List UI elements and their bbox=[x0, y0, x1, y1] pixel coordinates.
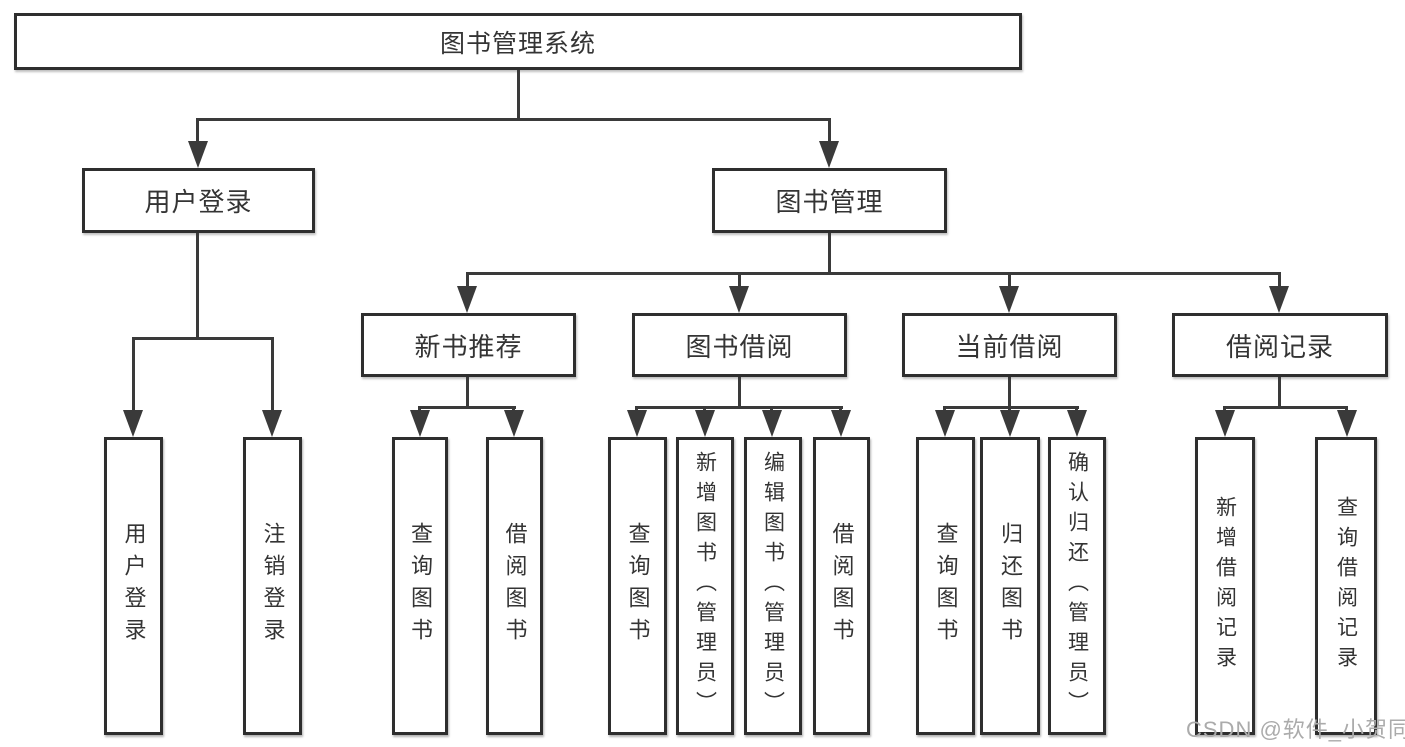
node-book-management: 图书管理 bbox=[712, 168, 947, 233]
connector-line bbox=[466, 272, 1281, 275]
connector-line bbox=[828, 118, 831, 145]
leaf-edit-books-admin: 编辑图书（管理员） bbox=[744, 437, 802, 735]
node-label: 归还图书 bbox=[998, 522, 1023, 650]
node-label: 新书推荐 bbox=[414, 331, 523, 362]
leaf-return-books: 归还图书 bbox=[980, 437, 1040, 735]
arrow-down-icon bbox=[188, 141, 208, 168]
node-label: 借阅图书 bbox=[829, 522, 855, 650]
leaf-query-books-borrowing: 查询图书 bbox=[608, 437, 667, 735]
arrow-down-icon bbox=[262, 410, 282, 437]
connector-line bbox=[738, 272, 741, 288]
node-label: 查询借阅记录 bbox=[1334, 496, 1358, 676]
arrow-down-icon bbox=[935, 410, 955, 437]
leaf-query-books-recommend: 查询图书 bbox=[392, 437, 448, 735]
arrow-down-icon bbox=[1337, 410, 1357, 437]
arrow-down-icon bbox=[1000, 410, 1020, 437]
node-label: 查询图书 bbox=[408, 522, 433, 650]
node-label: 查询图书 bbox=[625, 522, 651, 650]
arrow-down-icon bbox=[504, 410, 524, 437]
node-label: 确认归还（管理员） bbox=[1065, 451, 1089, 721]
node-label: 注销登录 bbox=[260, 522, 286, 650]
arrow-down-icon bbox=[410, 410, 430, 437]
leaf-query-books-current: 查询图书 bbox=[916, 437, 975, 735]
connector-line bbox=[466, 377, 469, 409]
connector-line bbox=[196, 118, 199, 145]
node-label: 当前借阅 bbox=[955, 331, 1064, 362]
arrow-down-icon bbox=[831, 410, 851, 437]
connector-line bbox=[1278, 272, 1281, 288]
connector-line bbox=[738, 377, 741, 409]
node-current-borrowing: 当前借阅 bbox=[902, 313, 1117, 377]
node-borrowing-records: 借阅记录 bbox=[1172, 313, 1388, 377]
leaf-confirm-return-admin: 确认归还（管理员） bbox=[1048, 437, 1106, 735]
leaf-borrow-books: 借阅图书 bbox=[813, 437, 870, 735]
node-label: 图书借阅 bbox=[685, 331, 794, 362]
connector-line bbox=[1278, 377, 1281, 409]
leaf-logout: 注销登录 bbox=[243, 437, 302, 735]
node-label: 借阅记录 bbox=[1225, 331, 1334, 362]
arrow-down-icon bbox=[627, 410, 647, 437]
connector-line bbox=[132, 337, 274, 340]
node-new-book-recommendation: 新书推荐 bbox=[361, 313, 576, 377]
node-label: 新增图书（管理员） bbox=[693, 451, 717, 721]
node-label: 查询图书 bbox=[933, 522, 959, 650]
arrow-down-icon bbox=[1215, 410, 1235, 437]
leaf-user-login: 用户登录 bbox=[104, 437, 163, 735]
leaf-query-borrow-record: 查询借阅记录 bbox=[1315, 437, 1377, 735]
arrow-down-icon bbox=[729, 286, 749, 313]
connector-line bbox=[466, 272, 469, 288]
connector-line bbox=[517, 70, 520, 118]
node-label: 借阅图书 bbox=[502, 522, 528, 650]
arrow-down-icon bbox=[1067, 410, 1087, 437]
connector-line bbox=[828, 233, 831, 274]
connector-line bbox=[1224, 406, 1348, 409]
connector-line bbox=[1008, 377, 1011, 409]
arrow-down-icon bbox=[457, 286, 477, 313]
leaf-borrow-books-recommend: 借阅图书 bbox=[486, 437, 543, 735]
node-label: 用户登录 bbox=[121, 522, 147, 650]
connector-line bbox=[197, 118, 831, 121]
leaf-add-books-admin: 新增图书（管理员） bbox=[676, 437, 734, 735]
connector-line bbox=[636, 406, 843, 409]
connector-line bbox=[132, 337, 135, 413]
node-label: 新增借阅记录 bbox=[1213, 496, 1237, 676]
node-user-login: 用户登录 bbox=[82, 168, 315, 233]
connector-line bbox=[196, 233, 199, 339]
connector-line bbox=[418, 406, 516, 409]
node-label: 图书管理 bbox=[775, 187, 884, 217]
leaf-add-borrow-record: 新增借阅记录 bbox=[1195, 437, 1255, 735]
arrow-down-icon bbox=[819, 141, 839, 168]
arrow-down-icon bbox=[695, 410, 715, 437]
arrow-down-icon bbox=[999, 286, 1019, 313]
connector-line bbox=[944, 406, 1079, 409]
connector-line bbox=[1008, 272, 1011, 288]
arrow-down-icon bbox=[762, 410, 782, 437]
connector-line bbox=[271, 337, 274, 413]
arrow-down-icon bbox=[1269, 286, 1289, 313]
node-label: 图书管理系统 bbox=[439, 29, 596, 58]
node-label: 用户登录 bbox=[144, 187, 253, 217]
node-library-management-system: 图书管理系统 bbox=[14, 13, 1022, 70]
node-book-borrowing: 图书借阅 bbox=[632, 313, 847, 377]
csdn-watermark: CSDN @软件_小贺同学 bbox=[1186, 717, 1405, 742]
node-label: 编辑图书（管理员） bbox=[761, 451, 785, 721]
arrow-down-icon bbox=[123, 410, 143, 437]
